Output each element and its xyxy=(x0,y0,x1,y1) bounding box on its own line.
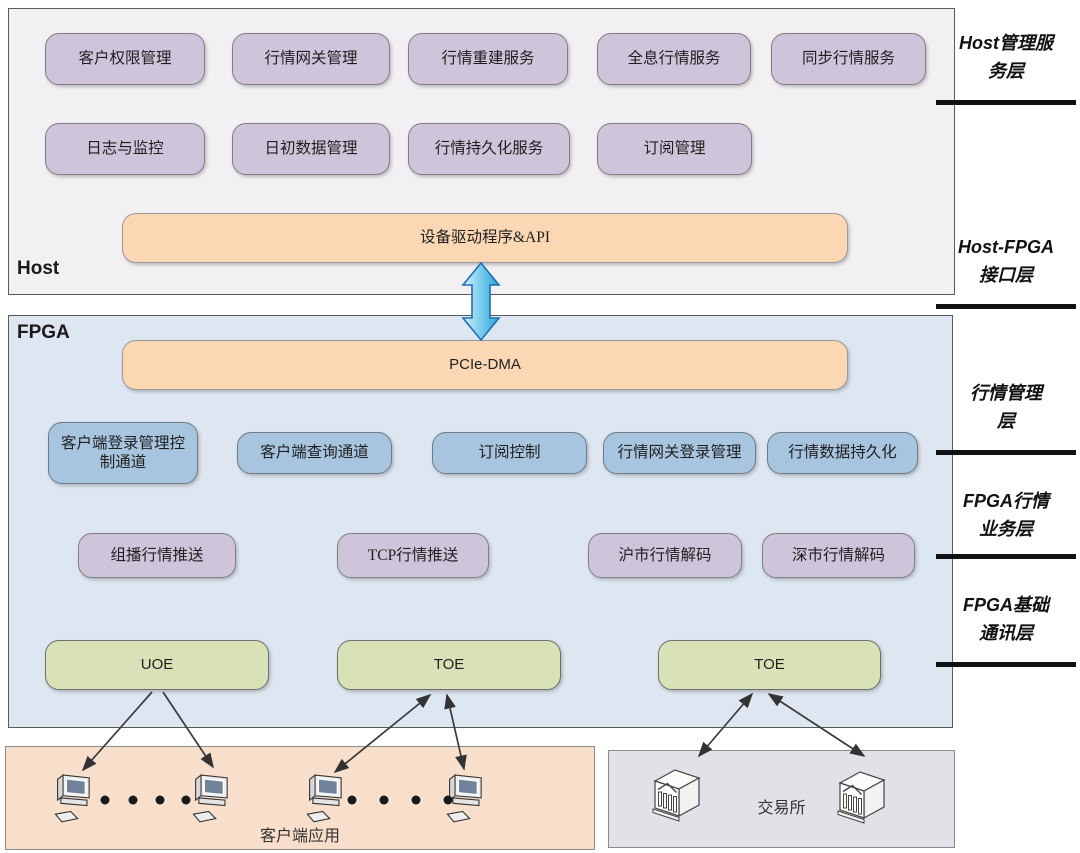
computer-icon xyxy=(305,774,349,824)
layer-label-host-mgmt: Host管理服 务层 xyxy=(959,33,1053,81)
fpga-node-sh-decode: 沪市行情解码 xyxy=(588,533,742,578)
layer-label-market-mgmt: 行情管理 层 xyxy=(970,383,1042,431)
exchange-panel-label: 交易所 xyxy=(757,800,806,817)
layer-label-host-fpga-interface: Host-FPGA 接口层 xyxy=(958,237,1054,285)
fpga-node-query-channel: 客户端查询通道 xyxy=(237,432,392,474)
fpga-node-login-ctrl-channel: 客户端登录管理控 制通道 xyxy=(48,422,198,484)
fpga-panel-label: FPGA xyxy=(17,322,70,343)
host-panel-label: Host xyxy=(17,258,60,279)
fpga-node-tcp-push: TCP行情推送 xyxy=(337,533,489,578)
fpga-node-toe-2: TOE xyxy=(658,640,881,690)
exchange-building-icon xyxy=(833,766,891,826)
host-node-rebuild-service: 行情重建服务 xyxy=(408,33,568,85)
host-node-client-permission: 客户权限管理 xyxy=(45,33,205,85)
computer-icon xyxy=(191,774,235,824)
exchange-building-icon xyxy=(648,764,706,824)
host-node-subscription-mgmt: 订阅管理 xyxy=(597,123,752,175)
layer-label-fpga-comm: FPGA基础 通讯层 xyxy=(962,595,1049,643)
layer-tick-5 xyxy=(936,662,1076,667)
layer-tick-3 xyxy=(936,450,1076,455)
host-node-log-monitor: 日志与监控 xyxy=(45,123,205,175)
driver-api-node: 设备驱动程序&API xyxy=(122,213,848,263)
fpga-node-gateway-login: 行情网关登录管理 xyxy=(603,432,756,474)
fpga-node-uoe: UOE xyxy=(45,640,269,690)
host-node-persistence-service: 行情持久化服务 xyxy=(408,123,570,175)
layer-tick-4 xyxy=(936,554,1076,559)
layer-tick-2 xyxy=(936,304,1076,309)
fpga-node-multicast-push: 组播行情推送 xyxy=(78,533,236,578)
fpga-node-subscribe-ctrl: 订阅控制 xyxy=(432,432,587,474)
pcie-dma-node: PCIe-DMA xyxy=(122,340,848,390)
fpga-node-data-persistence: 行情数据持久化 xyxy=(767,432,918,474)
host-node-holo-service: 全息行情服务 xyxy=(597,33,751,85)
layer-label-fpga-business: FPGA行情 业务层 xyxy=(962,491,1049,539)
host-node-gateway-mgmt: 行情网关管理 xyxy=(232,33,390,85)
fpga-node-toe-1: TOE xyxy=(337,640,561,690)
layer-tick-1 xyxy=(936,100,1076,105)
host-node-sync-service: 同步行情服务 xyxy=(771,33,926,85)
computer-icon xyxy=(53,774,97,824)
fpga-node-sz-decode: 深市行情解码 xyxy=(762,533,915,578)
computer-icon xyxy=(445,774,489,824)
host-node-day-init-data: 日初数据管理 xyxy=(232,123,390,175)
clients-panel-label: 客户端应用 xyxy=(259,828,340,845)
